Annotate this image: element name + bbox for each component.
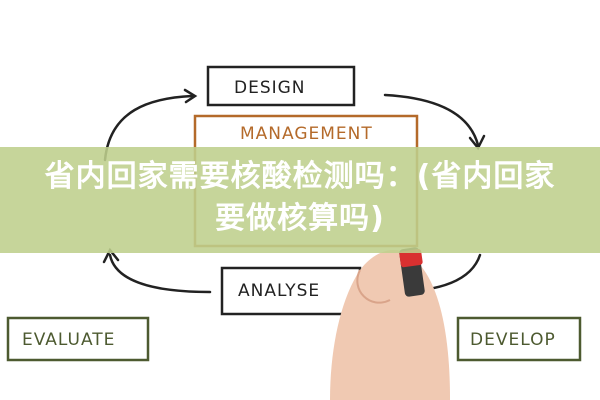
evaluate-box [6,316,150,362]
design-label: DESIGN [234,78,306,98]
overlay-title: 省内回家需要核酸检测吗：(省内回家要做核算吗) [44,159,556,236]
arrow-design-develop [383,93,480,147]
management-label: MANAGEMENT [240,124,373,144]
arrow-analyse-evaluate [108,253,212,294]
develop-label: DEVELOP [470,330,556,350]
evaluate-label: EVALUATE [22,330,115,350]
develop-box [456,316,582,362]
hand-with-marker [330,247,450,400]
title-overlay-band [0,147,600,253]
design-box [206,65,356,107]
arrow-evaluate-design [103,94,194,162]
analyse-label: ANALYSE [238,281,320,301]
